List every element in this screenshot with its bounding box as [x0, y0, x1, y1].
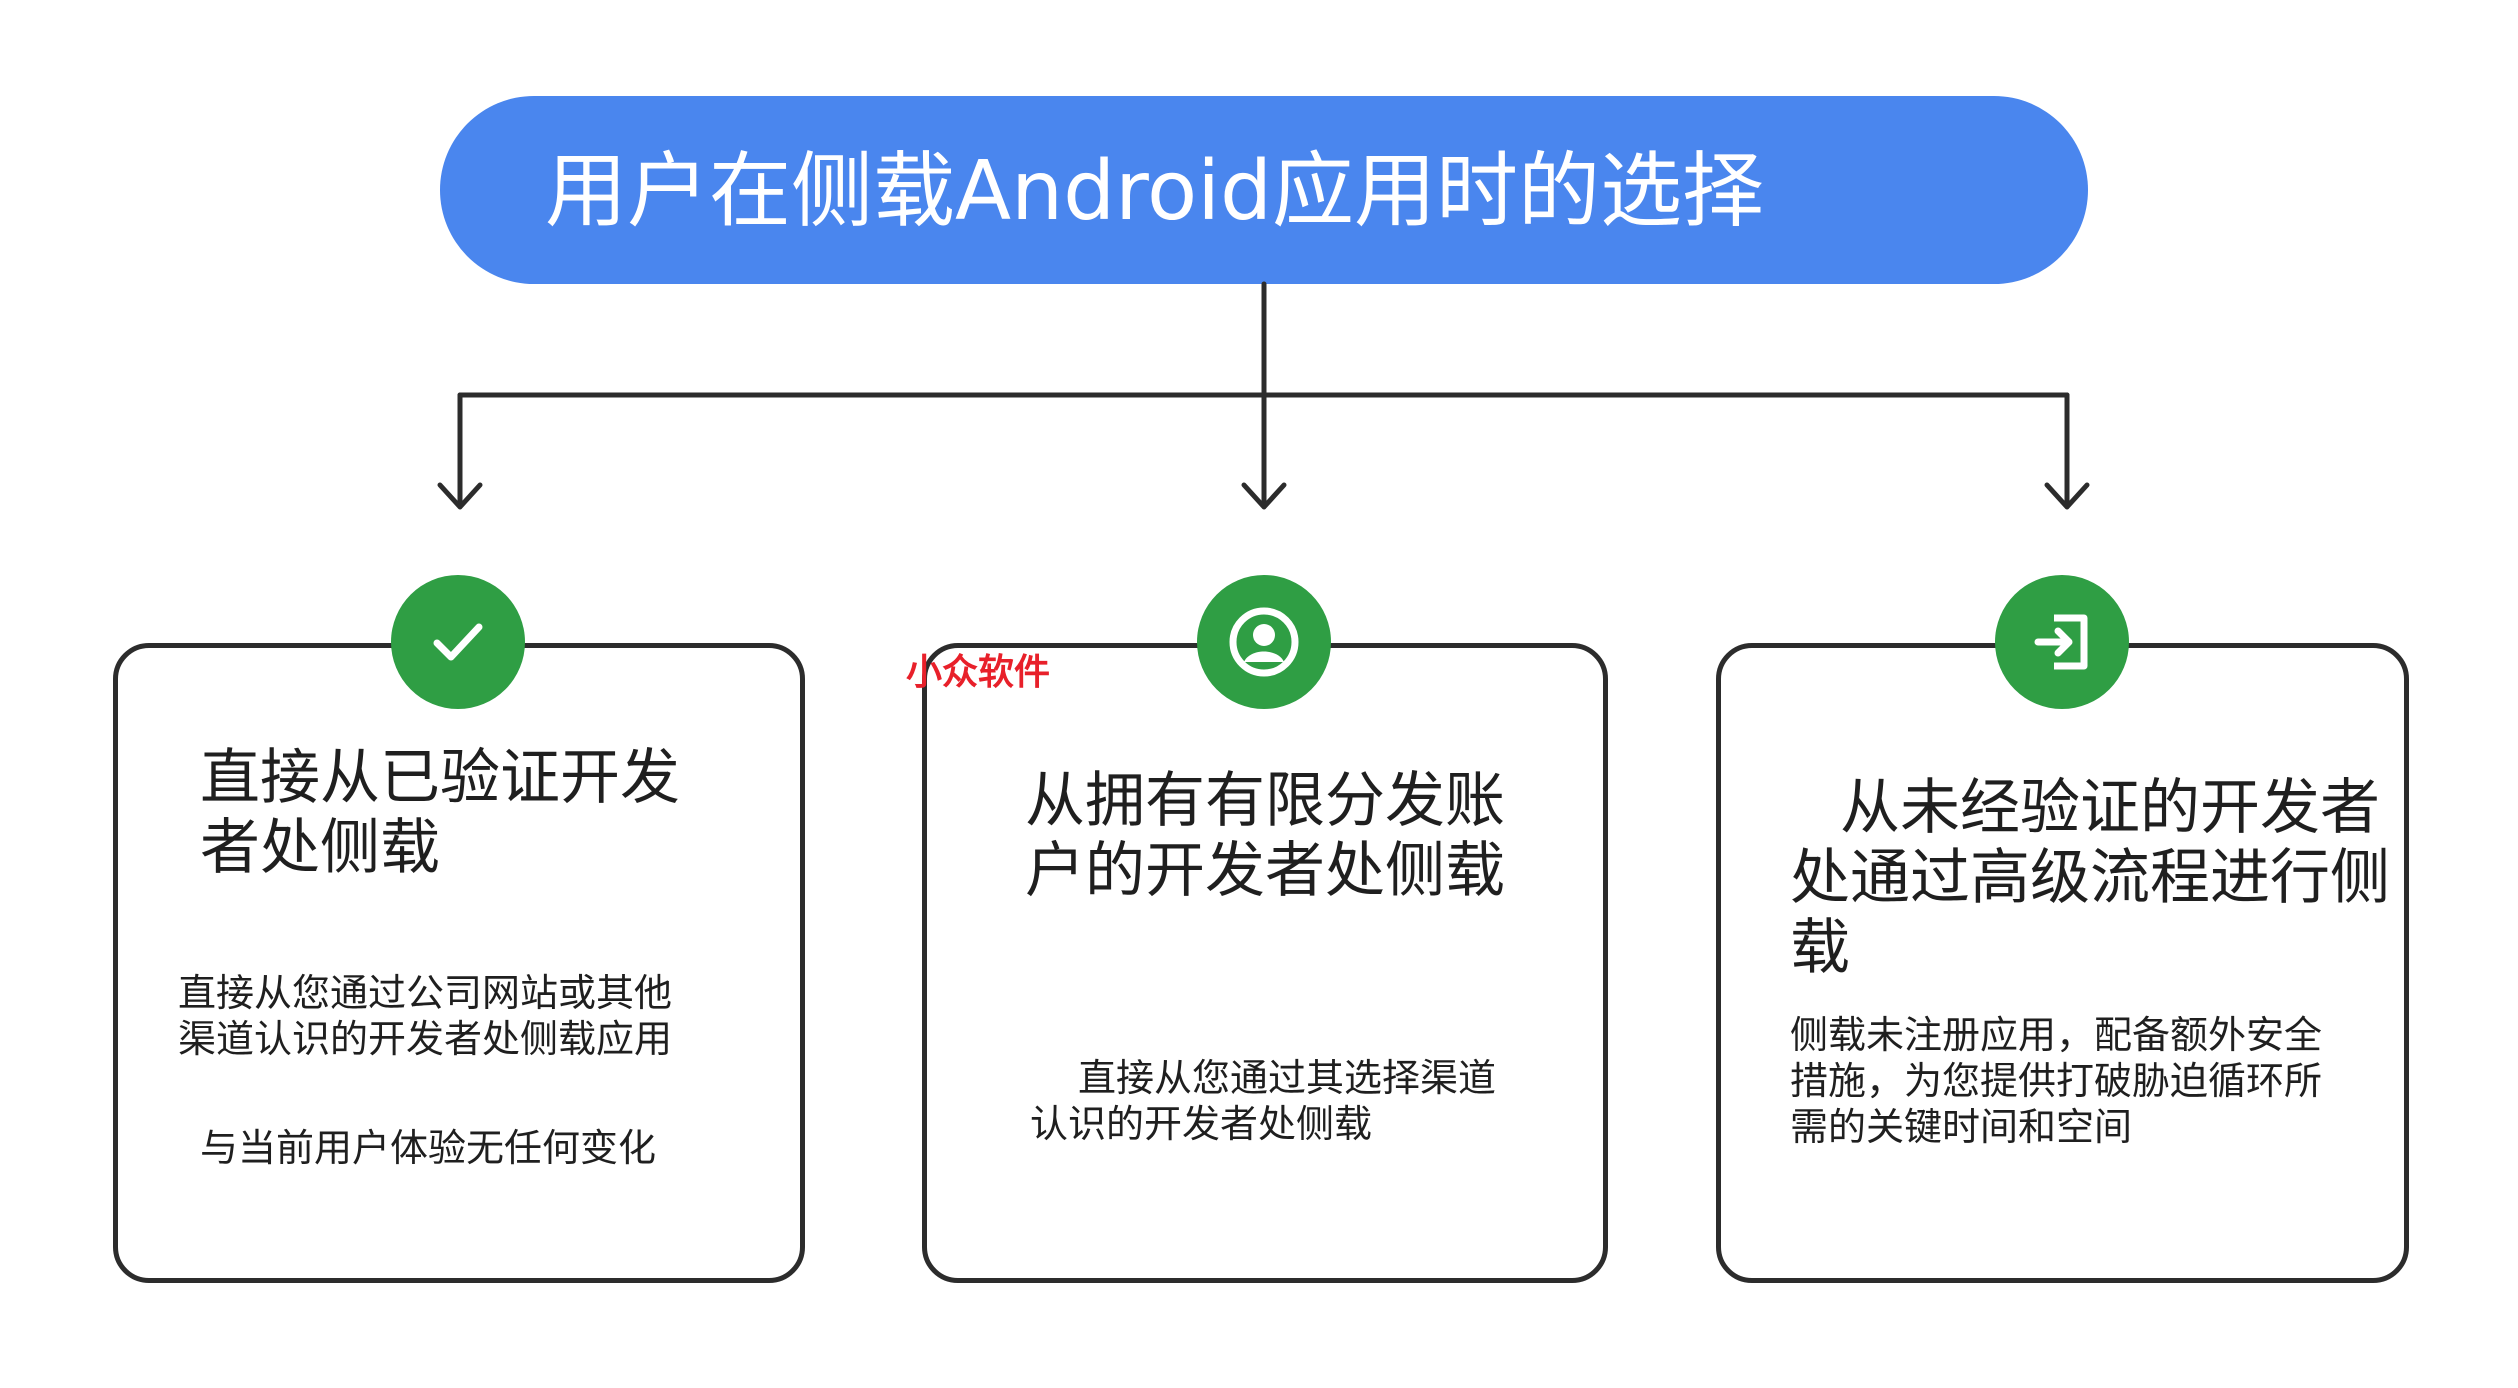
account-badge — [1197, 575, 1331, 709]
login-badge — [1995, 575, 2129, 709]
option-card-verified — [113, 643, 805, 1283]
login-icon — [2034, 614, 2088, 670]
check-badge — [391, 575, 525, 709]
left-arrowhead — [437, 482, 483, 510]
account-icon — [1229, 607, 1299, 677]
card-1-title: 直接从已验证开发 者处侧载 — [200, 743, 680, 883]
title-banner — [440, 96, 2088, 284]
check-icon — [433, 623, 483, 661]
right-arrowhead — [2044, 482, 2090, 510]
card-2-title: 从拥有有限分发账 户的开发者处侧载 — [1025, 766, 1505, 906]
watermark: 小众软件 — [906, 652, 1051, 693]
card-2-body: 直接从您通过其选择渠道 认识的开发者处侧载 — [1030, 1056, 1497, 1146]
option-card-unverified — [1716, 643, 2409, 1283]
center-arrowhead — [1241, 482, 1287, 510]
card-3-body: 侧载未注册应用，配备额外安全 措施，为您提供打破胁迫循环所 需的关键时间和空间 — [1790, 1013, 2323, 1149]
option-card-limited — [922, 643, 1608, 1283]
card-1-extra: 与当前用户体验无任何变化 — [200, 1126, 657, 1170]
card-1-body: 直接从您通过公司网站或其他 渠道认识的开发者处侧载应用 — [178, 971, 673, 1061]
diagram-title: 用户在侧载Android应用时的选择 — [545, 144, 1765, 239]
card-3-title: 从未经验证的开发者 处通过高级流程进行侧 载 — [1790, 773, 2390, 983]
